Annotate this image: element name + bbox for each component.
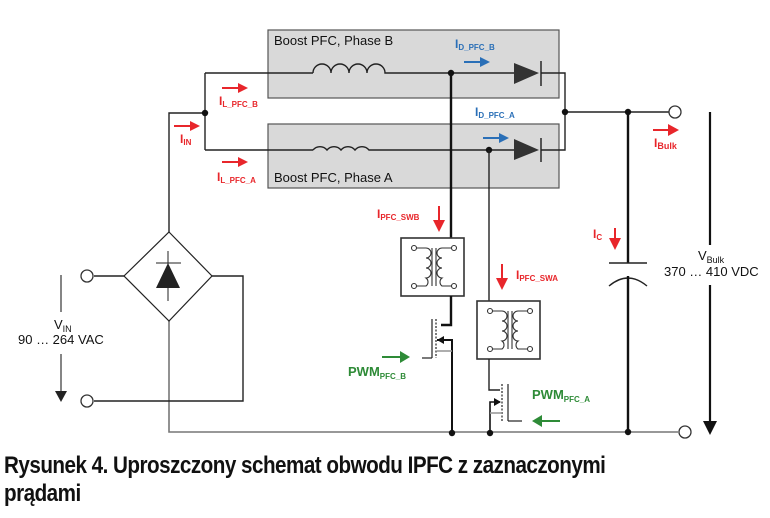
transformer-b-windings [410,244,458,290]
mosfet-phase-b [422,319,453,433]
label-i-in: IIN [180,132,192,147]
label-i-pfc-swb: IPFC_SWB [377,207,420,222]
mosfet-phase-a [489,384,522,433]
current-arrow-i-bulk [653,124,679,136]
vin-range: 90 … 264 VAC [18,332,104,347]
ac-terminal-top[interactable] [80,269,94,283]
node-cap-top [624,108,632,116]
inductor-phase-b [312,63,450,74]
label-il-pfc-a: IL_PFC_A [217,170,256,185]
wire-bridge-plus [168,112,205,232]
ac-terminal-bottom[interactable] [80,394,94,408]
current-arrow-i-pfc-swa [496,264,508,290]
wire-return-bus [168,321,678,433]
current-arrow-i-in [174,121,200,131]
wire-switch-b-mid [441,296,453,327]
phase-b-title: Boost PFC, Phase B [274,33,393,48]
caption-line-1: Rysunek 4. Uproszczony schemat obwodu IP… [4,452,606,479]
current-arrow-id-pfc-b [464,57,490,67]
current-arrow-i-c [609,228,621,250]
current-arrow-il-pfc-b [222,83,248,93]
vbulk-label: VBulk [698,248,725,265]
output-terminal-minus[interactable] [678,425,692,439]
label-pwm-a: PWMPFC_A [532,387,590,404]
node-split [201,109,209,117]
figure-caption: Rysunek 4. Uproszczony schemat obwodu IP… [4,452,761,508]
label-i-bulk: IBulk [654,136,678,151]
boost-pfc-phase-a-block [267,123,560,189]
label-il-pfc-b: IL_PFC_B [219,94,258,109]
wire-bridge-right [94,275,244,402]
inductor-phase-a [312,146,490,152]
transformer-a-windings [486,307,534,353]
node-diode-join [561,108,569,116]
wire-switch-a-mid [488,359,500,391]
phase-a-title: Boost PFC, Phase A [274,170,393,185]
bridge-diode-icon [156,251,181,301]
label-pwm-b: PWMPFC_B [348,364,406,381]
vbulk-range: 370 … 410 VDC [664,264,759,279]
node-cap-bottom [624,428,632,436]
vbulk-arrowhead [703,421,717,435]
boost-pfc-phase-b-block [267,29,560,99]
caption-line-2: prądami [4,480,81,507]
current-arrow-il-pfc-a [222,157,248,167]
label-id-pfc-b: ID_PFC_B [455,37,495,52]
current-arrow-id-pfc-a [483,133,509,143]
label-i-pfc-swa: IPFC_SWA [516,268,558,283]
vin-arrowhead [55,391,67,402]
current-arrow-i-pfc-swb [433,206,445,232]
label-i-c: IC [593,227,602,242]
output-terminal-plus[interactable] [668,105,682,119]
label-id-pfc-a: ID_PFC_A [475,105,515,120]
vin-label: VIN [54,317,72,334]
pwm-b-arrow [382,351,410,363]
pwm-a-arrow [532,415,560,427]
ipfc-schematic: Boost PFC, Phase B Boost PFC, Phase A [18,29,759,439]
